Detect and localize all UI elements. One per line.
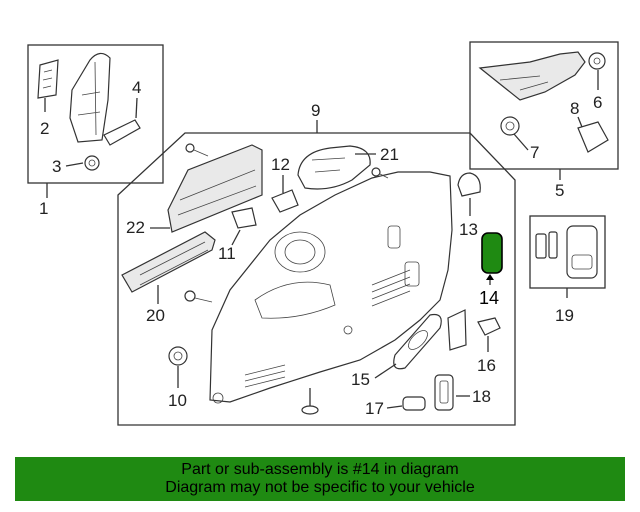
group-19-box <box>529 215 606 298</box>
callout-5: 5 <box>555 181 564 200</box>
callout-4: 4 <box>132 78 141 97</box>
part-2-plate[interactable] <box>37 59 59 99</box>
part-5-trim-panel[interactable] <box>478 51 586 101</box>
part-18-cover[interactable] <box>434 374 454 411</box>
part-9-quarter-panel[interactable] <box>209 171 453 404</box>
callout-3: 3 <box>52 157 61 176</box>
callout-20: 20 <box>146 306 165 325</box>
part-11-clip[interactable] <box>231 207 257 229</box>
callout-9: 9 <box>311 101 320 120</box>
pillar-trim[interactable] <box>69 52 111 143</box>
part-19-cover-set[interactable] <box>535 225 598 279</box>
callout-22: 22 <box>126 218 145 237</box>
banner-line-2: Diagram may not be specific to your vehi… <box>165 479 475 496</box>
part-4-clip[interactable] <box>103 119 141 146</box>
callout-17: 17 <box>365 399 384 418</box>
part-21-handle[interactable] <box>297 145 371 190</box>
callout-11: 11 <box>218 244 236 263</box>
part-17-plug[interactable] <box>402 396 426 411</box>
callout-19: 19 <box>555 306 574 325</box>
part-14-cover-highlighted[interactable] <box>481 232 503 274</box>
banner-line-1: Part or sub-assembly is #14 in diagram <box>181 461 459 478</box>
part-7-fastener[interactable] <box>500 116 520 136</box>
callout-21: 21 <box>380 145 399 164</box>
part-13-cap[interactable] <box>457 172 481 197</box>
callout-7: 7 <box>530 143 539 162</box>
parts-diagram: 2 3 4 1 6 7 8 5 9 21 <box>27 41 619 426</box>
callout-12: 12 <box>271 155 290 174</box>
part-8-bracket[interactable] <box>577 121 609 153</box>
callout-2: 2 <box>40 119 49 138</box>
part-15-speaker-grille[interactable] <box>393 313 442 370</box>
part-16-clip[interactable] <box>477 317 501 336</box>
callout-6: 6 <box>593 93 602 112</box>
screw-bottom[interactable] <box>301 388 319 415</box>
group-5-box <box>469 41 619 180</box>
screw-top[interactable] <box>185 143 209 157</box>
group-9-frame <box>117 120 516 426</box>
callout-8: 8 <box>570 99 579 118</box>
notice-banner: Part or sub-assembly is #14 in diagram D… <box>15 457 625 501</box>
part-10-fastener[interactable] <box>168 346 188 366</box>
part-12-clip[interactable] <box>271 189 299 213</box>
callout-14: 14 <box>479 288 499 308</box>
callout-10: 10 <box>168 391 187 410</box>
screw-mid[interactable] <box>184 290 213 303</box>
group-1-box <box>27 44 164 198</box>
callout-18: 18 <box>472 387 491 406</box>
part-22-bracket[interactable] <box>167 144 263 233</box>
part-6-fastener[interactable] <box>588 52 606 70</box>
part-20-strip[interactable] <box>121 231 216 293</box>
callout-13: 13 <box>459 220 478 239</box>
callout-16: 16 <box>477 356 496 375</box>
part-3-fastener[interactable] <box>84 155 100 171</box>
screw-panel[interactable] <box>371 167 389 179</box>
side-bracket[interactable] <box>447 309 467 351</box>
callout-15: 15 <box>351 370 370 389</box>
callout-1: 1 <box>39 199 48 218</box>
